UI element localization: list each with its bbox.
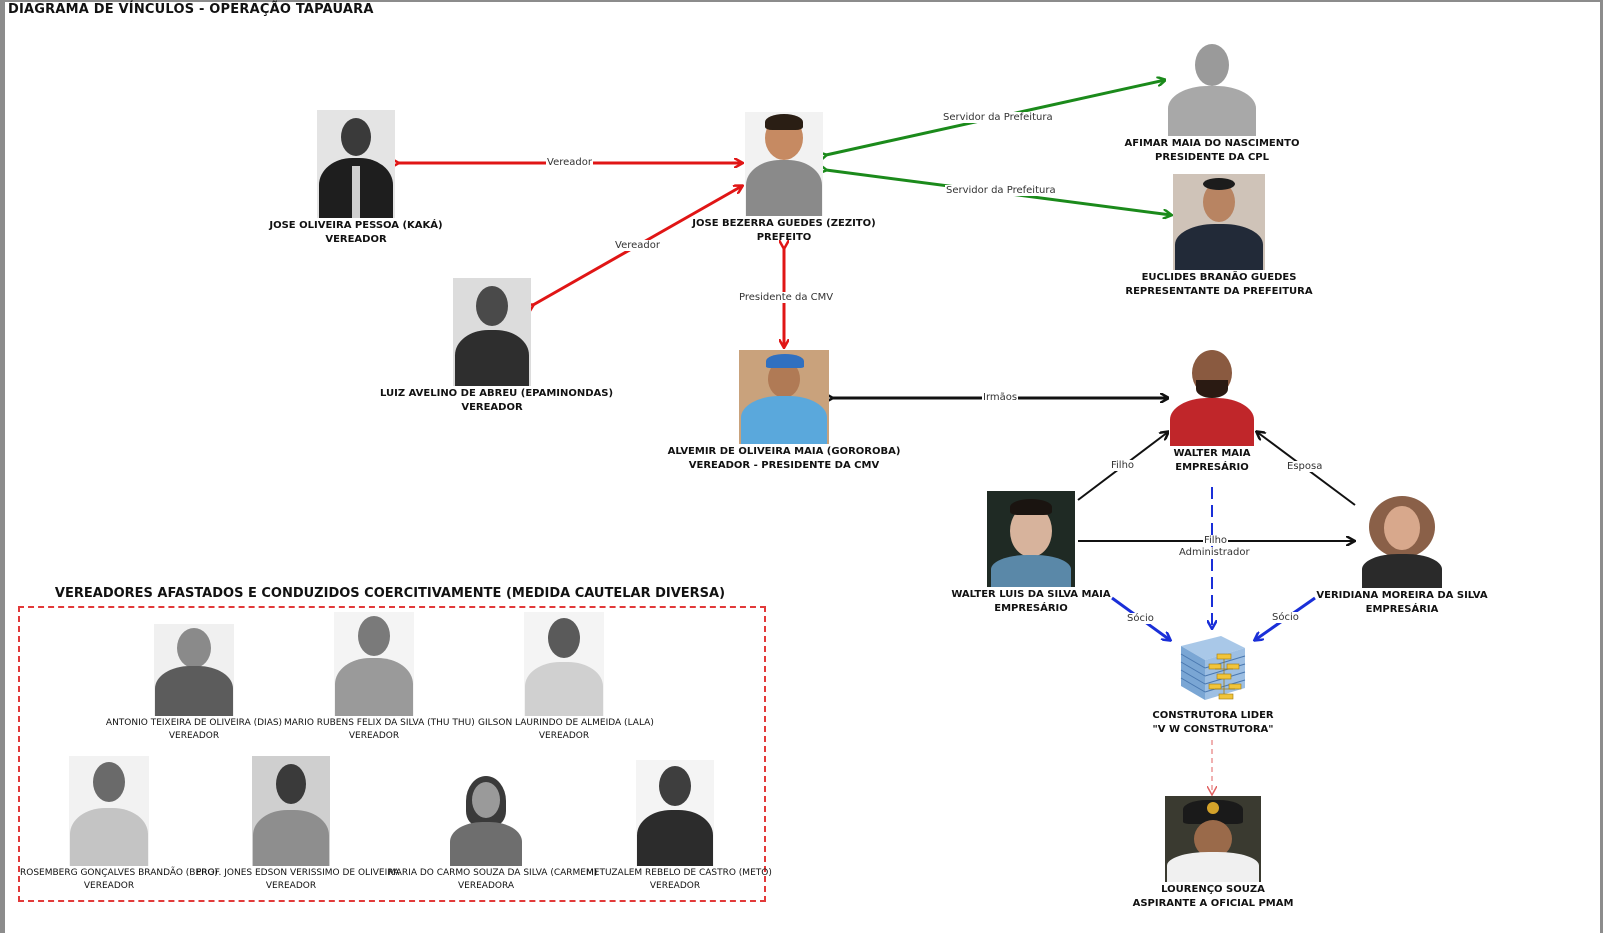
- person-photo: [524, 612, 604, 716]
- node-name: JOSE OLIVEIRA PESSOA (KAKÁ): [269, 220, 443, 231]
- node-role: ASPIRANTE A OFICIAL PMAM: [1132, 898, 1294, 909]
- person-photo: [1165, 796, 1261, 882]
- node-walter[interactable]: WALTER MAIA EMPRESÁRIO: [1162, 348, 1262, 474]
- node-lourenco[interactable]: LOURENÇO SOUZA ASPIRANTE A OFICIAL PMAM: [1120, 796, 1306, 910]
- node-name: EUCLIDES BRANÃO GUEDES: [1141, 272, 1297, 283]
- member-name: METUZALEM REBELO DE CASTRO (METO): [586, 868, 772, 878]
- node-role: "V W CONSTRUTORA": [1152, 724, 1274, 735]
- person-photo: [987, 491, 1075, 587]
- label-edge-walterluis-construtora: Sócio: [1126, 613, 1155, 624]
- node-role: PRESIDENTE DA CPL: [1155, 152, 1269, 163]
- node-role: EMPRESÁRIO: [1175, 462, 1249, 473]
- label-edge-walterluis-walter: Filho: [1110, 460, 1136, 471]
- node-name: ALVEMIR DE OLIVEIRA MAIA (GOROROBA): [667, 446, 901, 457]
- box-member[interactable]: PROF. JONES EDSON VERISSIMO DE OLIVEIRA …: [196, 756, 400, 892]
- label-edge-veridiana-walter: Esposa: [1286, 461, 1324, 472]
- person-photo: [1166, 42, 1258, 136]
- box-member[interactable]: METUZALEM REBELO DE CASTRO (METO) VEREAD…: [586, 760, 772, 892]
- node-name: LOURENÇO SOUZA: [1161, 884, 1265, 895]
- member-name: MARIA DO CARMO SOUZA DA SILVA (CARMEM): [388, 868, 598, 878]
- node-construtora[interactable]: CONSTRUTORA LIDER "V W CONSTRUTORA": [1142, 632, 1284, 736]
- member-role: VEREADOR: [168, 731, 220, 741]
- box-member[interactable]: MARIO RUBENS FELIX DA SILVA (THU THU) VE…: [284, 612, 475, 742]
- label-edge-zezito-euclides: Servidor da Prefeitura: [945, 185, 1057, 196]
- window-left-border: [0, 0, 5, 933]
- member-name: MARIO RUBENS FELIX DA SILVA (THU THU): [284, 718, 475, 728]
- label-edge-gororoba-walter: Irmãos: [982, 392, 1019, 403]
- node-euclides[interactable]: EUCLIDES BRANÃO GUEDES REPRESENTANTE DA …: [1114, 174, 1324, 298]
- person-photo: [252, 756, 330, 866]
- person-photo: [636, 760, 714, 866]
- node-role: VEREADOR: [461, 402, 523, 413]
- box-member[interactable]: MARIA DO CARMO SOUZA DA SILVA (CARMEM) V…: [388, 774, 598, 892]
- member-name: ANTONIO TEIXEIRA DE OLIVEIRA (DIAS): [105, 718, 283, 728]
- node-role: EMPRESÁRIO: [994, 603, 1068, 614]
- person-photo: [154, 624, 234, 716]
- label-edge-veridiana-construtora: Sócio: [1271, 612, 1300, 623]
- node-name: JOSE BEZERRA GUEDES (ZEZITO): [692, 218, 876, 229]
- window-right-border: [1600, 0, 1603, 933]
- person-photo: [448, 774, 524, 866]
- afastados-box: [18, 606, 766, 902]
- member-role: VEREADOR: [538, 731, 590, 741]
- label-edge-walter-construtora: Administrador: [1178, 547, 1251, 558]
- person-photo: [453, 278, 531, 386]
- person-photo: [334, 612, 414, 716]
- node-kaka[interactable]: JOSE OLIVEIRA PESSOA (KAKÁ) VEREADOR: [254, 110, 458, 246]
- box-member[interactable]: ROSEMBERG GONÇALVES BRANDÃO (BERG) VEREA…: [20, 756, 218, 892]
- node-name: WALTER LUIS DA SILVA MAIA: [951, 589, 1111, 600]
- member-role: VEREADOR: [83, 881, 135, 891]
- member-role: VEREADOR: [265, 881, 317, 891]
- node-role: VEREADOR - PRESIDENTE DA CMV: [688, 460, 880, 471]
- member-name: ROSEMBERG GONÇALVES BRANDÃO (BERG): [20, 868, 218, 878]
- node-name: LUIZ AVELINO DE ABREU (EPAMINONDAS): [380, 388, 614, 399]
- node-role: REPRESENTANTE DA PREFEITURA: [1125, 286, 1313, 297]
- node-veridiana[interactable]: VERIDIANA MOREIRA DA SILVA EMPRESÁRIA: [1316, 492, 1488, 616]
- person-photo: [745, 112, 823, 216]
- member-role: VEREADORA: [458, 881, 514, 891]
- label-edge-epaminondas-zezito: Vereador: [614, 240, 661, 251]
- label-edge-zezito-gororoba: Presidente da CMV: [738, 292, 835, 303]
- node-role: VEREADOR: [325, 234, 387, 245]
- node-name: WALTER MAIA: [1173, 448, 1251, 459]
- label-edge-walterluis-veridiana: Filho: [1203, 535, 1229, 546]
- node-afimar[interactable]: AFIMAR MAIA DO NASCIMENTO PRESIDENTE DA …: [1112, 42, 1312, 164]
- node-role: PREFEITO: [756, 232, 812, 243]
- person-photo: [739, 350, 829, 444]
- diagram-title: DIAGRAMA DE VÍNCULOS - OPERAÇÃO TAPAUARA: [8, 2, 374, 17]
- box-title: VEREADORES AFASTADOS E CONDUZIDOS COERCI…: [54, 586, 726, 601]
- box-member[interactable]: ANTONIO TEIXEIRA DE OLIVEIRA (DIAS) VERE…: [104, 624, 284, 742]
- node-epaminondas[interactable]: LUIZ AVELINO DE ABREU (EPAMINONDAS) VERE…: [380, 278, 614, 414]
- node-walter-luis[interactable]: WALTER LUIS DA SILVA MAIA EMPRESÁRIO: [948, 491, 1114, 615]
- window-top-border: [0, 0, 1603, 2]
- node-role: EMPRESÁRIA: [1365, 604, 1439, 615]
- box-member[interactable]: GILSON LAURINDO DE ALMEIDA (LALA) VEREAD…: [478, 612, 654, 742]
- node-name: VERIDIANA MOREIRA DA SILVA: [1316, 590, 1488, 601]
- node-gororoba[interactable]: ALVEMIR DE OLIVEIRA MAIA (GOROROBA) VERE…: [664, 350, 904, 472]
- member-role: VEREADOR: [348, 731, 400, 741]
- member-name: PROF. JONES EDSON VERISSIMO DE OLIVEIRA: [196, 868, 400, 878]
- person-photo: [1173, 174, 1265, 270]
- building-icon: [1173, 632, 1253, 708]
- label-edge-zezito-afimar: Servidor da Prefeitura: [942, 112, 1054, 123]
- member-name: GILSON LAURINDO DE ALMEIDA (LALA): [478, 718, 654, 728]
- person-photo: [69, 756, 149, 866]
- label-edge-kaka-zezito: Vereador: [546, 157, 593, 168]
- person-photo: [317, 110, 395, 218]
- node-name: AFIMAR MAIA DO NASCIMENTO: [1124, 138, 1300, 149]
- node-name: CONSTRUTORA LIDER: [1152, 710, 1274, 721]
- node-zezito[interactable]: JOSE BEZERRA GUEDES (ZEZITO) PREFEITO: [684, 112, 884, 244]
- person-photo: [1169, 348, 1255, 446]
- person-photo: [1359, 492, 1445, 588]
- member-role: VEREADOR: [649, 881, 701, 891]
